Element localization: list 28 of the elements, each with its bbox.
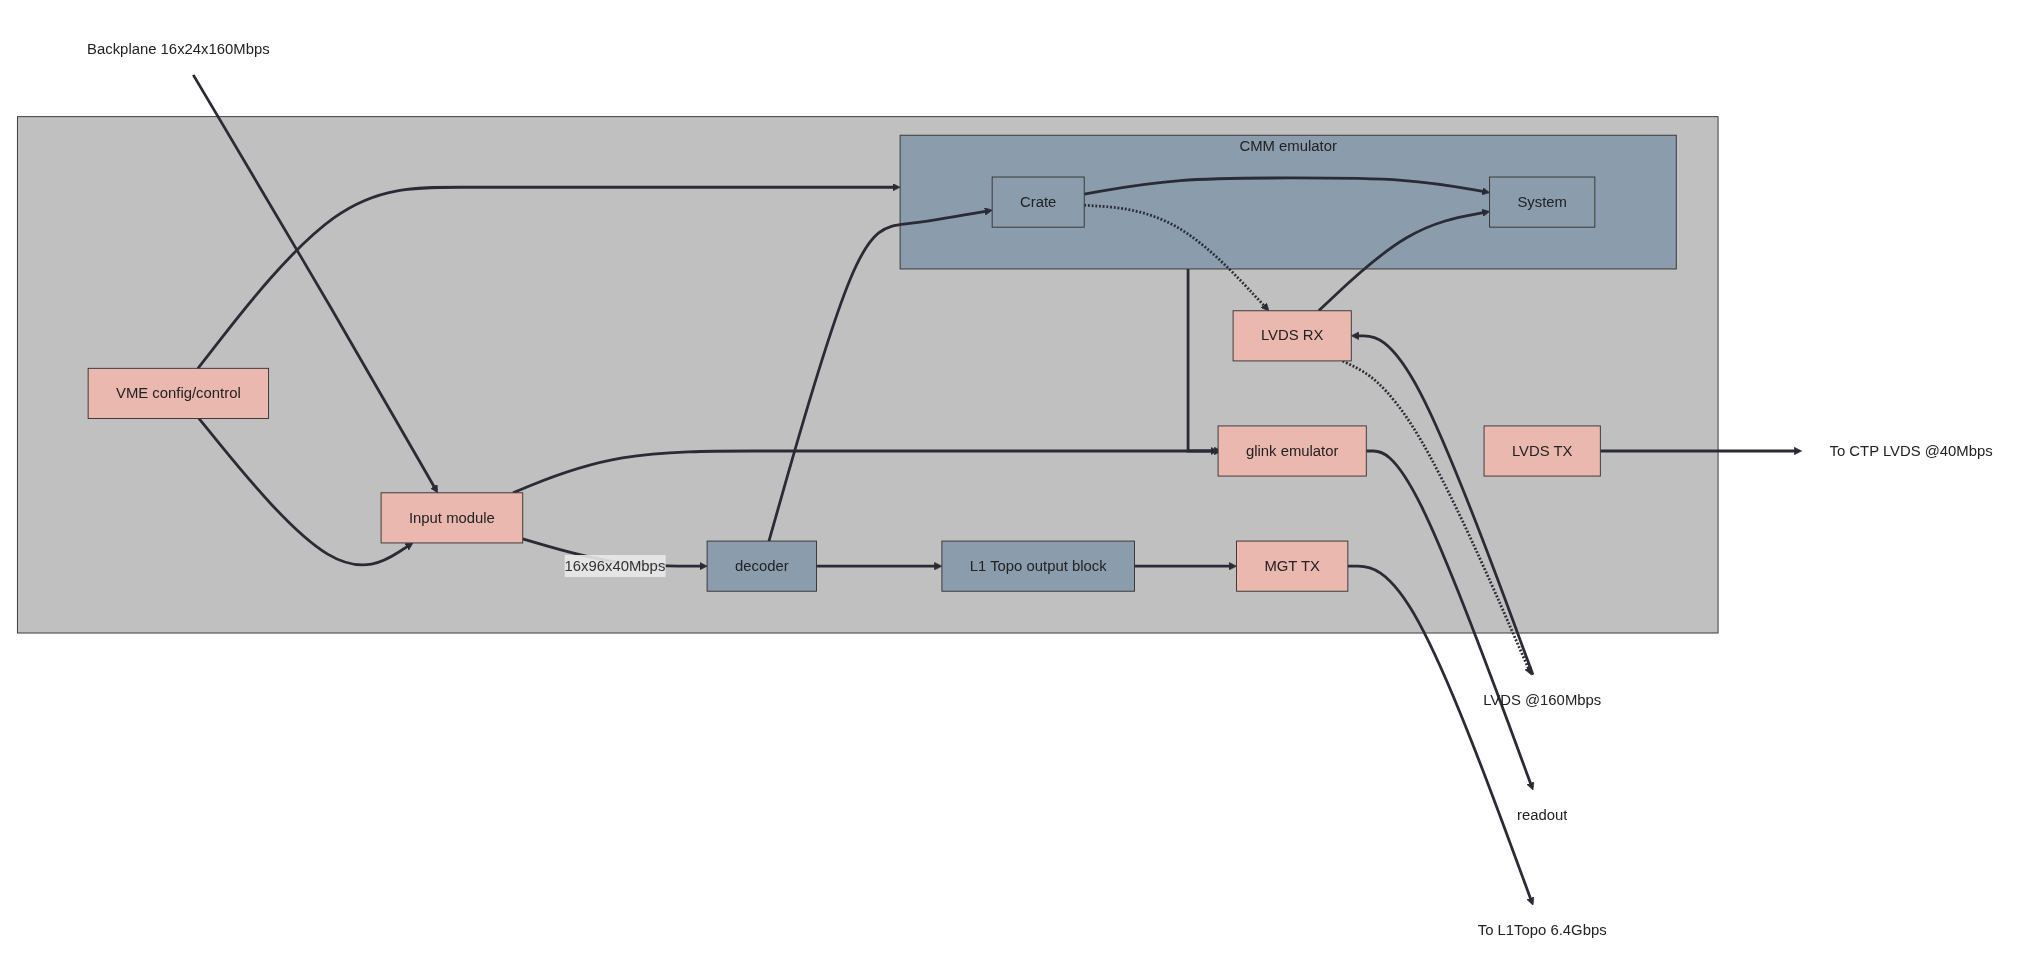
node-text: To L1Topo 6.4Gbps xyxy=(1477,921,1607,938)
node-text: To CTP LVDS @40Mbps xyxy=(1829,442,1993,459)
arrow xyxy=(1317,208,1490,312)
arrow xyxy=(1366,449,1535,791)
edge-label: 16x96x40Mbps xyxy=(564,557,666,574)
node-text: readout xyxy=(1516,806,1568,823)
arrow xyxy=(1347,564,1535,906)
node-box: decoder xyxy=(706,540,817,592)
node-box: VME config/control xyxy=(87,367,270,419)
arrow xyxy=(767,207,993,542)
node-box: System xyxy=(1489,176,1596,228)
node-box: Input module xyxy=(380,492,524,544)
arrow xyxy=(1084,176,1490,196)
node-box: glink emulator xyxy=(1217,425,1367,477)
arrow xyxy=(1084,203,1270,312)
arrow xyxy=(1600,446,1803,456)
node-text: Backplane 16x24x160Mbps xyxy=(87,41,270,58)
node-box: Crate xyxy=(991,176,1085,228)
arrow xyxy=(1134,562,1237,571)
arrow xyxy=(192,74,438,494)
cluster xyxy=(16,116,1719,634)
node-box: LVDS RX xyxy=(1232,310,1352,362)
arrow xyxy=(197,417,414,567)
node-box: MGT TX xyxy=(1236,540,1349,592)
node-box: LVDS TX xyxy=(1483,425,1601,477)
arrow xyxy=(816,562,943,571)
arrow xyxy=(196,183,901,370)
node-box: L1 Topo output block xyxy=(941,540,1135,592)
